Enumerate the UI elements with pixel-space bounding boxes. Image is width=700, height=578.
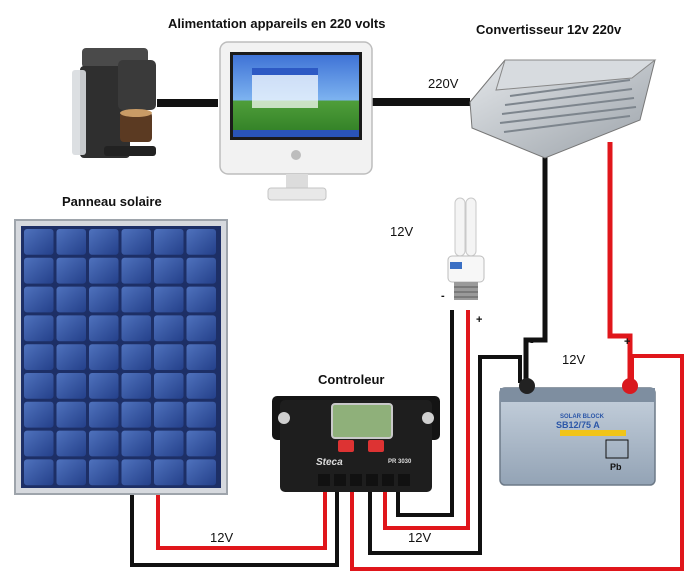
- solar-cell: [89, 373, 119, 399]
- solar-cell: [56, 373, 86, 399]
- solar-cell: [154, 286, 184, 313]
- solar-cell: [186, 430, 216, 457]
- cfl-bulb: [447, 197, 485, 300]
- battery-brand: SOLAR BLOCK: [560, 414, 604, 420]
- solar-cell: [24, 315, 54, 342]
- solar-cell: [186, 286, 216, 313]
- solar-cell: [56, 315, 86, 342]
- battery-plus-label: +: [624, 336, 631, 348]
- bulb-voltage-label: 12V: [390, 224, 414, 239]
- wires: [130, 98, 684, 571]
- solar-cell: [24, 459, 54, 486]
- solar-panel-label: Panneau solaire: [62, 194, 162, 209]
- solar-cell: [56, 257, 86, 284]
- wire-battery-negative: [368, 355, 522, 555]
- solar-cell: [24, 430, 54, 457]
- solar-cell: [154, 344, 184, 370]
- battery-model: SB12/75 A: [556, 420, 600, 430]
- solar-cell: [121, 257, 151, 284]
- solar-cell: [186, 401, 216, 428]
- solar-cell: [154, 430, 184, 457]
- solar-cell: [186, 459, 216, 486]
- solar-cell: [89, 315, 119, 342]
- solar-cell: [56, 229, 86, 255]
- solar-cell: [154, 459, 184, 486]
- wire-bulb-positive: [383, 310, 470, 530]
- solar-cell: [89, 459, 119, 486]
- battery: [499, 378, 656, 486]
- appliances-label: Alimentation appareils en 220 volts: [168, 16, 386, 31]
- solar-cell: [89, 257, 119, 284]
- panel-wire-voltage-label: 12V: [210, 530, 234, 545]
- solar-cell: [186, 229, 216, 255]
- solar-cell: [121, 430, 151, 457]
- wire-converter-negative: [523, 150, 548, 380]
- inverter: [469, 59, 657, 159]
- bulb-minus-label: -: [441, 290, 445, 302]
- battery-wire-voltage-label: 12V: [408, 530, 432, 545]
- solar-cell: [89, 344, 119, 370]
- solar-cell: [56, 286, 86, 313]
- converter-label: Convertisseur 12v 220v: [476, 22, 622, 37]
- wire-panel-negative: [130, 483, 339, 567]
- solar-cell: [24, 373, 54, 399]
- solar-cell: [89, 229, 119, 255]
- battery-minus-label: -: [530, 336, 534, 348]
- solar-cell: [24, 286, 54, 313]
- solar-cell: [56, 401, 86, 428]
- solar-cell: [186, 344, 216, 370]
- solar-cell: [89, 286, 119, 313]
- solar-cell: [154, 373, 184, 399]
- solar-cell: [154, 401, 184, 428]
- solar-cell: [154, 257, 184, 284]
- solar-cell: [121, 401, 151, 428]
- solar-cell: [121, 373, 151, 399]
- charge-controller: [272, 396, 440, 492]
- solar-cell: [121, 459, 151, 486]
- wire-battery-positive: [350, 354, 684, 571]
- ac-voltage-label: 220V: [428, 76, 459, 91]
- solar-cell: [121, 315, 151, 342]
- battery-pb: Pb: [610, 462, 622, 472]
- controller-label: Controleur: [318, 372, 385, 387]
- solar-cell: [121, 229, 151, 255]
- solar-cell: [186, 315, 216, 342]
- wire-panel-positive: [156, 483, 327, 550]
- solar-cell: [24, 401, 54, 428]
- solar-cell: [56, 459, 86, 486]
- controller-brand: Steca: [316, 457, 343, 468]
- solar-cell: [24, 229, 54, 255]
- wire-bulb-negative: [396, 310, 454, 517]
- solar-cell: [24, 257, 54, 284]
- bulb-plus-label: +: [476, 314, 483, 326]
- computer: [219, 41, 373, 201]
- solar-cell: [56, 430, 86, 457]
- solar-cell: [186, 257, 216, 284]
- solar-cell: [24, 344, 54, 370]
- solar-panel: [14, 219, 228, 495]
- solar-cell: [121, 344, 151, 370]
- coffee-machine: [72, 48, 156, 158]
- solar-cell: [89, 430, 119, 457]
- solar-cell: [186, 373, 216, 399]
- controller-model: PR 3030: [388, 459, 412, 465]
- solar-cell: [56, 344, 86, 370]
- solar-cell: [89, 401, 119, 428]
- solar-cell: [154, 315, 184, 342]
- battery-voltage-label: 12V: [562, 352, 586, 367]
- solar-cell: [154, 229, 184, 255]
- solar-cell: [121, 286, 151, 313]
